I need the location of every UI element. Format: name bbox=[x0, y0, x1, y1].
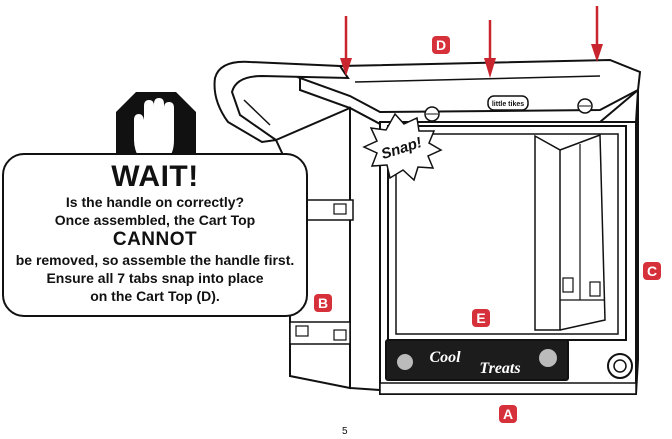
arrow-down-icon bbox=[340, 16, 352, 76]
label-c: C bbox=[643, 262, 661, 280]
arrow-down-icon bbox=[484, 20, 496, 78]
page-number: 5 bbox=[342, 426, 348, 437]
label-b: B bbox=[314, 294, 332, 312]
callout-line-1: Is the handle on correctly? bbox=[65, 194, 245, 210]
cart-handle bbox=[213, 60, 350, 144]
label-a: A bbox=[499, 405, 517, 423]
arrow-down-icon bbox=[591, 6, 603, 62]
label-d: D bbox=[432, 36, 450, 54]
cart-wheel bbox=[607, 353, 633, 379]
callout-emphasis: CANNOT bbox=[112, 229, 198, 250]
snap-starburst bbox=[362, 112, 443, 182]
callout-line-4: Ensure all 7 tabs snap into place bbox=[46, 270, 264, 286]
warning-callout: WAIT! Is the handle on correctly? Once a… bbox=[2, 153, 308, 317]
cool-treats-banner bbox=[385, 339, 569, 381]
callout-line-3: be removed, so assemble the handle first… bbox=[15, 252, 295, 268]
callout-heading: WAIT! bbox=[111, 160, 199, 193]
label-e: E bbox=[472, 309, 490, 327]
banner-line-1: Cool bbox=[429, 349, 461, 366]
banner-line-2: Treats bbox=[479, 360, 520, 377]
hand-shape bbox=[134, 98, 174, 162]
callout-line-2: Once assembled, the Cart Top bbox=[54, 212, 256, 228]
callout-line-5: on the Cart Top (D). bbox=[90, 288, 220, 304]
logo-text: little tikes bbox=[492, 101, 524, 108]
